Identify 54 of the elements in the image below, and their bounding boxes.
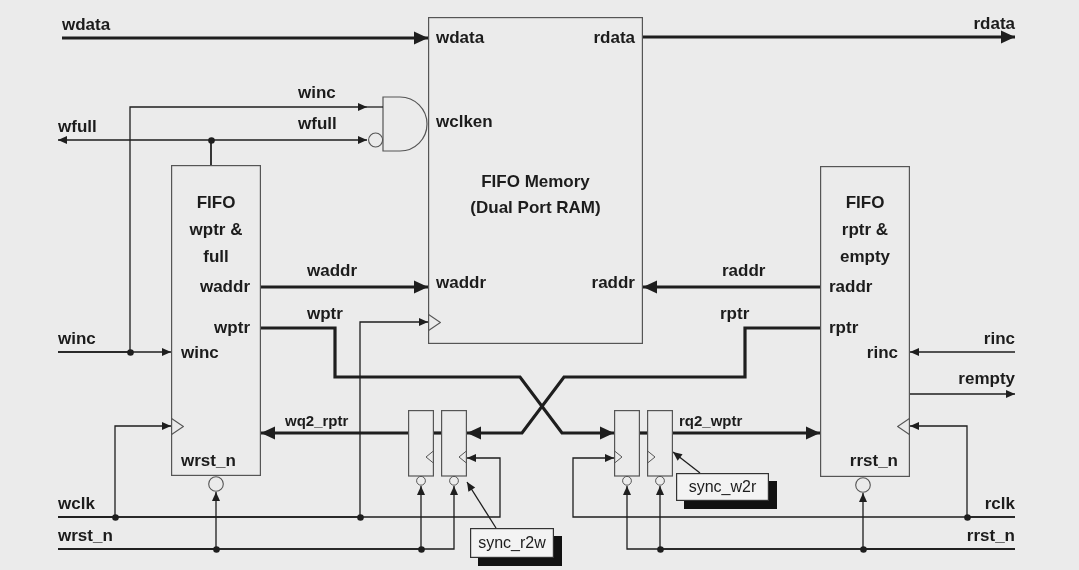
signal-label: wrst_n bbox=[58, 526, 113, 549]
port-label: rrst_n bbox=[849, 451, 898, 471]
port-label: waddr bbox=[199, 277, 250, 297]
signal-label: wclk bbox=[58, 494, 95, 517]
port-label: waddr bbox=[436, 273, 487, 293]
arrow bbox=[467, 326, 820, 440]
arrow bbox=[673, 426, 820, 440]
callout-label: sync_w2r bbox=[687, 478, 758, 496]
port-label: wrst_n bbox=[181, 451, 236, 471]
arrow bbox=[643, 280, 820, 294]
callout-box bbox=[470, 528, 562, 566]
arrow bbox=[909, 348, 1016, 356]
signal-label: wdata bbox=[62, 15, 111, 38]
arrow bbox=[62, 31, 428, 45]
flip-flop-symbol bbox=[647, 410, 673, 486]
wire bbox=[434, 431, 441, 435]
arrow bbox=[261, 280, 428, 294]
and-gate-symbol bbox=[367, 96, 428, 152]
port-label: raddr bbox=[591, 273, 635, 293]
leader-line bbox=[672, 451, 701, 474]
logic-block bbox=[820, 166, 910, 493]
memory-block bbox=[428, 17, 643, 344]
port-label: rinc bbox=[866, 343, 898, 363]
callout-label: sync_r2w bbox=[477, 534, 547, 552]
port-label: rdata bbox=[593, 28, 635, 48]
callout-box bbox=[676, 473, 777, 509]
port-label: wptr bbox=[214, 318, 250, 338]
arrow bbox=[57, 348, 172, 356]
block-title: FIFO Memory (Dual Port RAM) bbox=[469, 171, 602, 219]
port-label: wclken bbox=[436, 112, 493, 132]
flip-flop-symbol bbox=[408, 410, 434, 486]
leader-line bbox=[466, 481, 497, 529]
arrow bbox=[643, 30, 1015, 44]
flip-flop-symbol bbox=[441, 410, 467, 486]
wire bbox=[640, 431, 647, 435]
port-label: wdata bbox=[436, 28, 485, 48]
signal-label: winc bbox=[58, 329, 96, 352]
signal-label: rrst_n bbox=[966, 526, 1015, 549]
arrow bbox=[909, 390, 1016, 398]
arrow bbox=[261, 426, 408, 440]
arrow bbox=[572, 454, 1016, 518]
port-label: rptr bbox=[829, 318, 859, 338]
signal-label: rdata bbox=[973, 14, 1015, 37]
port-label: winc bbox=[181, 343, 219, 363]
port-label: raddr bbox=[829, 277, 873, 297]
signal-label: rempty bbox=[958, 369, 1015, 394]
flip-flop-symbol bbox=[614, 410, 640, 486]
arrow bbox=[210, 136, 368, 166]
signal-label: wfull bbox=[58, 117, 97, 140]
arrow bbox=[57, 454, 501, 518]
signal-label: rinc bbox=[983, 329, 1015, 352]
arrow bbox=[261, 326, 614, 440]
logic-block bbox=[171, 165, 261, 492]
signal-label: rclk bbox=[984, 494, 1015, 517]
